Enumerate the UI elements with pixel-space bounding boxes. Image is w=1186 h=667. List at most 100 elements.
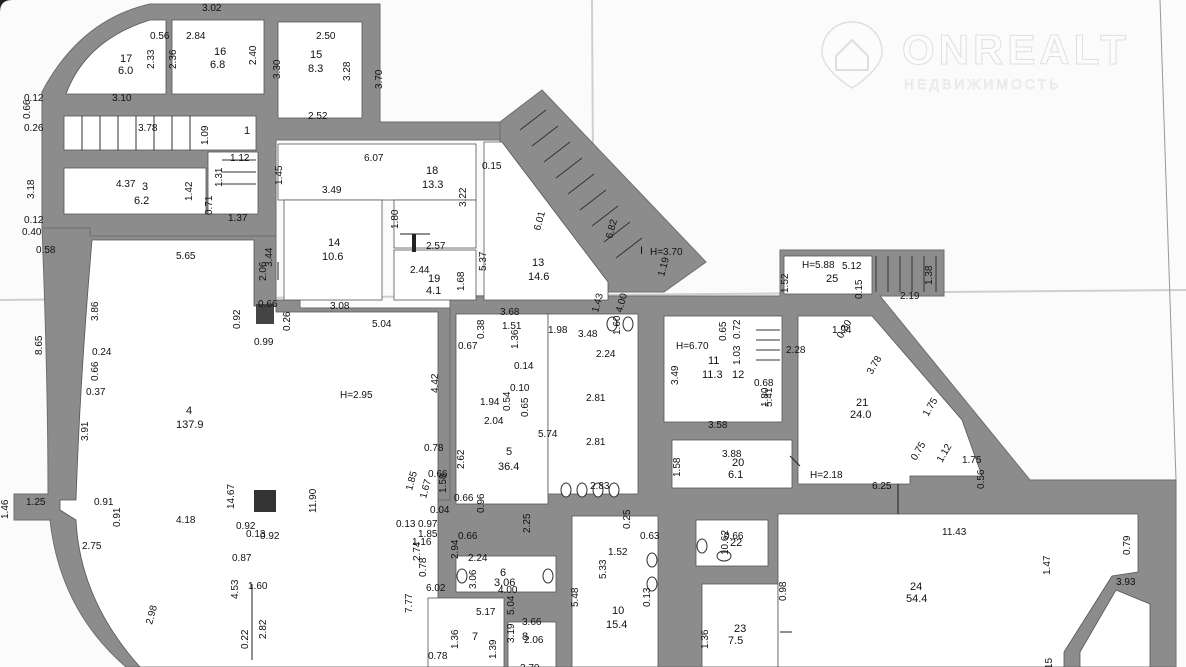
dimension-label: 5.17 bbox=[476, 607, 496, 618]
room-number: 21 bbox=[856, 397, 868, 409]
dimension-label: 1.19 bbox=[656, 256, 672, 278]
dimension-label: 1.85 bbox=[404, 470, 420, 492]
dimension-label: 0.38 bbox=[476, 319, 487, 339]
dimension-label: 1.98 bbox=[548, 325, 568, 336]
dimension-label: 0.26 bbox=[24, 123, 44, 134]
room-number: 15 bbox=[310, 49, 322, 61]
dimension-label: 0.58 bbox=[36, 245, 56, 256]
room-14 bbox=[283, 199, 383, 301]
dimension-label: 1.80 bbox=[760, 387, 771, 407]
dimension-label: 0.54 bbox=[502, 391, 513, 411]
room-area: 7.5 bbox=[728, 635, 743, 647]
dimension-label: 1.36 bbox=[450, 629, 461, 649]
dimension-label: 0.92 bbox=[236, 521, 256, 532]
room-25 bbox=[783, 255, 873, 295]
dimension-label: 3.86 bbox=[90, 301, 101, 321]
dimension-label: 1.60 bbox=[612, 315, 623, 335]
dimension-label: 3.66 bbox=[522, 617, 542, 628]
dimension-label: 2.84 bbox=[186, 31, 206, 42]
page-edge bbox=[1159, 0, 1177, 481]
dimension-label: 3.28 bbox=[342, 61, 353, 81]
dimension-label: 3.49 bbox=[322, 185, 342, 196]
dimension-label: 0.15 bbox=[482, 161, 502, 172]
room-number: 5 bbox=[506, 446, 512, 458]
room-areas: 6.2 137.9 36.4 3.06 15.4 11.3 14.6 10.6 … bbox=[118, 59, 927, 647]
room-number: I bbox=[640, 245, 643, 257]
room-number: 11 bbox=[708, 355, 719, 367]
dimension-label: 1.52 bbox=[780, 273, 791, 293]
dimension-label: 0.67 bbox=[458, 341, 478, 352]
dimension-label: 1.52 bbox=[608, 547, 628, 558]
room-number: 19 bbox=[428, 273, 440, 285]
room-3 bbox=[63, 167, 207, 215]
dimension-label: 2.81 bbox=[586, 393, 606, 404]
dimension-label: 0.71 bbox=[204, 195, 215, 215]
dimension-label: 1.03 bbox=[732, 345, 743, 365]
dimension-label: 0.98 bbox=[778, 581, 789, 601]
dimension-label: 3.06 bbox=[468, 569, 479, 589]
stair-flight bbox=[81, 116, 256, 185]
dimension-label: 2.75 bbox=[82, 541, 102, 552]
dimension-label: 1.37 bbox=[228, 213, 248, 224]
dimension-label: 1.68 bbox=[456, 271, 467, 291]
dimension-label: 2.52 bbox=[308, 111, 328, 122]
dimension-label: 1.43 bbox=[590, 292, 606, 314]
height-label: H=2.18 bbox=[810, 470, 843, 481]
dimension-label: 0.96 bbox=[476, 493, 487, 513]
height-label: H=6.70 bbox=[676, 341, 709, 352]
dimension-label: 0.78 bbox=[428, 651, 448, 662]
dimension-label: 0.15 bbox=[854, 279, 865, 299]
dimension-label: 1.46 bbox=[0, 499, 11, 519]
dimension-label: 0.66 bbox=[458, 531, 478, 542]
dimension-label: 0.66 bbox=[724, 531, 744, 542]
room-number: 7 bbox=[472, 631, 478, 643]
dimension-label: 5.65 bbox=[176, 251, 196, 262]
ceiling-heights: H=2.95 H=6.70 H=5.88 H=3.70 H=2.18 bbox=[340, 247, 843, 481]
room-number: 18 bbox=[426, 165, 438, 177]
dimension-label: 11.90 bbox=[308, 488, 319, 513]
dimension-label: 1.80 bbox=[390, 209, 401, 229]
dimension-label: 0.99 bbox=[254, 337, 274, 348]
room-10 bbox=[571, 515, 659, 667]
room-area: 13.3 bbox=[422, 179, 443, 191]
dimension-label: 4.00 bbox=[498, 585, 518, 596]
dimension-label: 5.04 bbox=[506, 595, 517, 615]
dimension-label: 0.63 bbox=[640, 531, 660, 542]
room-number: 13 bbox=[532, 257, 544, 269]
dimension-label: 14.67 bbox=[226, 484, 237, 509]
dimension-label: 0.12 bbox=[24, 93, 44, 104]
dimension-label: 2.83 bbox=[590, 481, 610, 492]
bay-24 bbox=[1079, 589, 1151, 667]
dimension-label: 0.56 bbox=[976, 469, 987, 489]
room-22 bbox=[695, 519, 769, 567]
dimension-label: 0.56 bbox=[150, 31, 170, 42]
dimension-label: 2.28 bbox=[786, 345, 806, 356]
dimension-label: 2.04 bbox=[484, 416, 504, 427]
dimension-label: 2.19 bbox=[900, 291, 920, 302]
dimension-label: 0.66 bbox=[454, 493, 474, 504]
dimension-label: 0.66 bbox=[428, 469, 448, 480]
room-number: 24 bbox=[910, 581, 922, 593]
dimension-label: 0.87 bbox=[232, 553, 252, 564]
dimension-label: 2.50 bbox=[316, 31, 336, 42]
room-19 bbox=[393, 249, 477, 301]
dimension-label: 3.44 bbox=[264, 247, 275, 267]
dimension-label: 2.25 bbox=[522, 513, 533, 533]
room-18b bbox=[393, 199, 477, 249]
dimension-label: 6.01 bbox=[532, 210, 548, 232]
dimension-label: 2.36 bbox=[168, 49, 179, 69]
room-24 bbox=[777, 513, 1139, 667]
room-area: 3.06 bbox=[494, 577, 515, 589]
room-area: 8.3 bbox=[308, 63, 323, 75]
dimension-label: 3.02 bbox=[202, 3, 222, 14]
room-area: 36.4 bbox=[498, 461, 519, 473]
dimension-label: 0.25 bbox=[622, 509, 633, 529]
dimension-label: 1.39 bbox=[488, 639, 499, 659]
dimension-label: 5.74 bbox=[538, 429, 558, 440]
dimension-label: 1.45 bbox=[274, 165, 285, 185]
room-area: 6.1 bbox=[728, 469, 743, 481]
dimension-label: 2.24 bbox=[596, 349, 616, 360]
dimension-label: 5.04 bbox=[372, 319, 392, 330]
column bbox=[254, 490, 276, 512]
